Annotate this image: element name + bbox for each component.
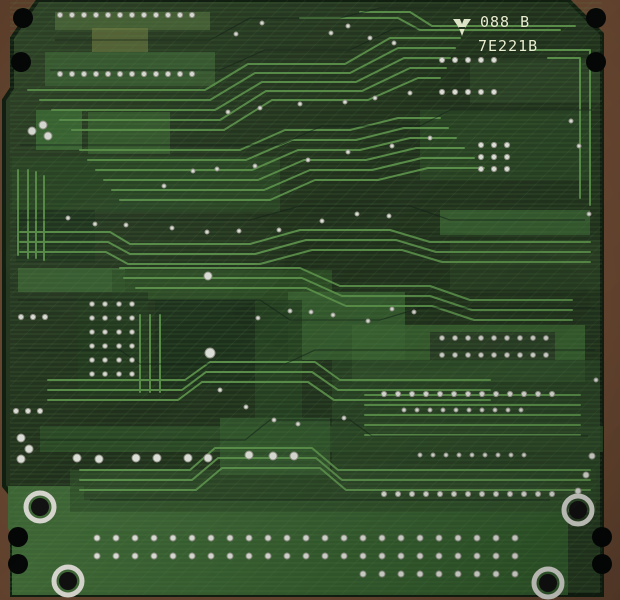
silkscreen-code-bottom: 7E221B (478, 37, 539, 55)
manufacturer-logo-icon (453, 19, 471, 36)
silkscreen-code-top: 088 B (480, 13, 531, 31)
